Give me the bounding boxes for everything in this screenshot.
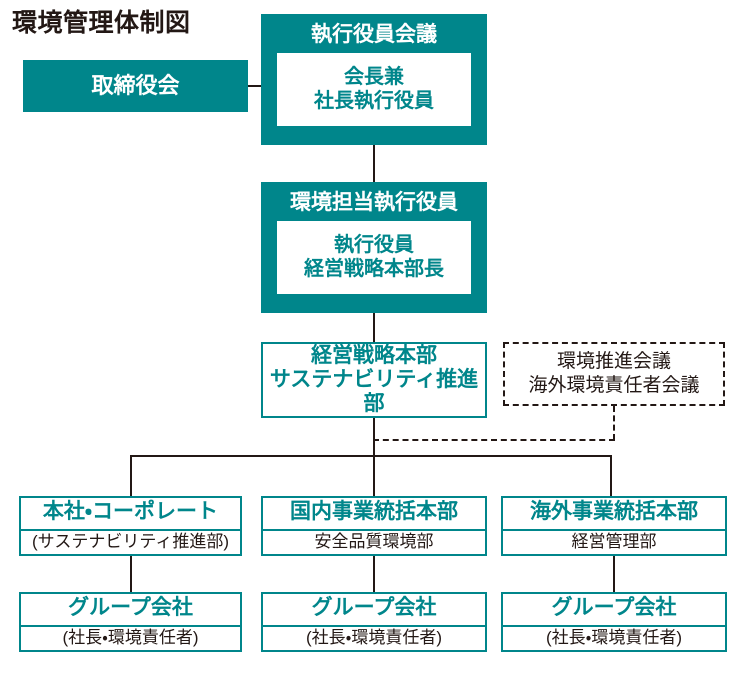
node-board-of-directors: 取締役会 <box>23 60 248 112</box>
executive-meeting-inner-line1: 会長兼 <box>344 66 404 88</box>
division-0-header: 本社・コーポレート <box>42 500 219 523</box>
connector-councils-vertical-dashed <box>613 406 615 440</box>
node-division-0: 本社・コーポレート (サステナビリティ推進部) <box>19 496 242 556</box>
connector-division-1-to-group <box>373 556 375 592</box>
node-group-company-0: グループ会社 (社長・環境責任者) <box>19 592 242 652</box>
connector-board-to-executive <box>248 85 262 87</box>
env-officer-inner-line2: 経営戦略本部長 <box>304 257 444 280</box>
env-councils-line2: 海外環境責任者会議 <box>528 375 700 396</box>
connector-strategy-hq-spine <box>373 418 375 496</box>
executive-meeting-inner-line2: 社長執行役員 <box>314 89 434 112</box>
group-company-0-sub: (社長・環境責任者) <box>21 625 240 650</box>
executive-meeting-inner-panel: 会長兼 社長執行役員 <box>277 53 471 127</box>
group-company-1-header: グループ会社 <box>311 596 437 619</box>
division-0-sub: (サステナビリティ推進部) <box>21 529 240 554</box>
env-officer-inner-line1: 執行役員 <box>334 234 414 256</box>
node-division-1: 国内事業統括本部 安全品質環境部 <box>261 496 487 556</box>
connector-distribution-bar <box>130 455 612 497</box>
node-division-2: 海外事業統括本部 経営管理部 <box>501 496 727 556</box>
node-executive-officers-meeting: 執行役員会議 会長兼 社長執行役員 <box>261 14 487 145</box>
node-environment-councils: 環境推進会議 海外環境責任者会議 <box>503 342 725 406</box>
strategy-hq-line2: サステナビリティ推進部 <box>269 367 479 416</box>
node-group-company-1: グループ会社 (社長・環境責任者) <box>261 592 487 652</box>
division-1-header: 国内事業統括本部 <box>290 500 458 523</box>
group-company-2-sub: (社長・環境責任者) <box>503 625 725 650</box>
env-officer-inner-panel: 執行役員 経営戦略本部長 <box>277 221 471 295</box>
connector-env-officer-to-strategy-hq <box>373 313 375 342</box>
division-1-sub: 安全品質環境部 <box>263 529 485 554</box>
page-title: 環境管理体制図 <box>12 9 191 37</box>
connector-executive-to-env-officer <box>373 145 375 182</box>
group-company-0-header: グループ会社 <box>68 596 193 619</box>
strategy-hq-line1: 経営戦略本部 <box>311 343 437 367</box>
node-group-company-2: グループ会社 (社長・環境責任者) <box>501 592 727 652</box>
group-company-2-header: グループ会社 <box>551 596 677 619</box>
group-company-1-sub: (社長・環境責任者) <box>263 625 485 650</box>
node-strategy-headquarters: 経営戦略本部 サステナビリティ推進部 <box>261 342 487 418</box>
executive-meeting-header: 執行役員会議 <box>311 23 437 46</box>
env-officer-header: 環境担当執行役員 <box>290 191 458 214</box>
connector-division-0-to-group <box>130 556 132 592</box>
env-councils-line1: 環境推進会議 <box>556 350 671 372</box>
division-2-header: 海外事業統括本部 <box>530 500 698 523</box>
connector-division-2-to-group <box>613 556 615 592</box>
division-2-sub: 経営管理部 <box>503 529 725 554</box>
connector-councils-horizontal-dashed <box>373 439 615 441</box>
board-label: 取締役会 <box>91 72 180 98</box>
node-environment-executive-officer: 環境担当執行役員 執行役員 経営戦略本部長 <box>261 182 487 313</box>
